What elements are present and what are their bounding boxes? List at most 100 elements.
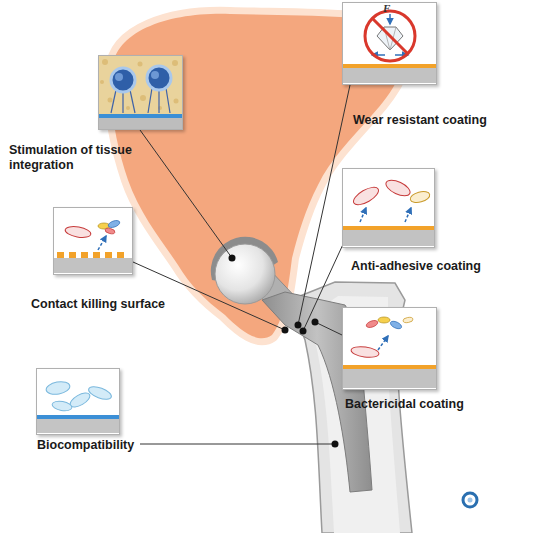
- contact-killing-inset-art: [107, 219, 120, 229]
- contact-killing-inset-art: [53, 207, 133, 275]
- contact-killing-inset-art: [117, 252, 124, 258]
- wear-inset-art: [372, 18, 408, 54]
- bactericidal-inset-art: [350, 345, 379, 359]
- anti-adhesive-inset-art: [360, 208, 366, 222]
- inset-panel: Wear resistant coating: [342, 2, 437, 85]
- inset-panel: Bactericidal coating: [342, 307, 437, 390]
- biocompatibility-inset-art: [36, 415, 120, 419]
- tissue-inset-art: [151, 71, 159, 79]
- panel-heading: Anti-adhesive coating: [351, 259, 536, 274]
- inset-panel: Contact killing surface: [53, 207, 133, 275]
- bactericidal-inset-art: [342, 365, 437, 369]
- contact-killing-inset-art: [53, 258, 133, 273]
- biocompatibility-inset-art: [36, 368, 120, 435]
- implant-stem: [215, 244, 275, 304]
- tissue-inset-art: [148, 88, 152, 113]
- tissue-inset-art: [140, 95, 146, 101]
- panel-heading: Stimulation of tissue integration: [9, 143, 149, 173]
- tissue-inset-art: [100, 59, 179, 110]
- leader-dot: [312, 319, 319, 326]
- contact-killing-inset-art: [57, 252, 64, 258]
- tissue-inset-art: [158, 90, 159, 113]
- panel-heading: Bactericidal coating: [345, 397, 530, 412]
- inset-panel: Stimulation of tissue integration: [98, 55, 183, 130]
- leader-line: [133, 85, 350, 444]
- contact-killing-inset-art: [105, 252, 112, 258]
- contact-killing-inset-art: [93, 252, 100, 258]
- tissue-inset-art: [98, 55, 183, 130]
- wear-inset-art: [365, 11, 415, 61]
- tissue-inset-art: [98, 118, 183, 130]
- contact-killing-inset-art: [57, 252, 124, 258]
- bactericidal-inset-art: [365, 319, 378, 329]
- leader-dot: [229, 255, 339, 448]
- tissue-inset-art: [111, 90, 116, 113]
- panel-heading: Biocompatibility: [37, 438, 187, 453]
- wear-inset-art: [342, 2, 437, 85]
- anti-adhesive-inset-art: [351, 184, 381, 208]
- contact-killing-inset-art: [105, 227, 116, 234]
- leader-dot: [282, 327, 289, 334]
- leader-dot: [332, 441, 339, 448]
- tissue-inset-art: [111, 68, 135, 92]
- panel-heading: Contact killing surface: [31, 297, 231, 312]
- biocompatibility-inset-art: [36, 368, 120, 435]
- wear-inset-art: [342, 68, 437, 83]
- contact-killing-inset-art: [81, 252, 88, 258]
- tissue-inset-art: [115, 73, 123, 81]
- tissue-inset-art: [100, 80, 104, 84]
- logo-symbol: [463, 493, 477, 507]
- contact-killing-inset-art: [53, 207, 133, 275]
- tissue-inset-art: [126, 106, 130, 110]
- panel-heading: Wear resistant coating: [353, 113, 533, 128]
- wear-inset-art: [342, 64, 437, 68]
- anti-adhesive-inset-art: [409, 190, 431, 205]
- tissue-inset-art: [122, 92, 123, 113]
- leader-dot: [229, 255, 236, 262]
- tissue-inset-art: [102, 59, 108, 65]
- anti-adhesive-inset-art: [342, 168, 435, 248]
- contact-killing-inset-art: [64, 225, 91, 239]
- biocompatibility-inset-art: [87, 384, 113, 402]
- tissue-inset-art: [98, 55, 183, 130]
- leader-line: [140, 444, 335, 445]
- tissue-inset-art: [166, 88, 170, 113]
- contact-killing-inset-art: [69, 252, 76, 258]
- leader-line: [140, 130, 232, 258]
- bactericidal-inset-art: [378, 336, 388, 350]
- leader-line: [303, 240, 345, 331]
- anti-adhesive-inset-art: [405, 208, 411, 222]
- tissue-inset-art: [130, 90, 135, 113]
- contact-killing-inset-art: [98, 236, 106, 250]
- tissue-inset-art: [172, 60, 178, 66]
- anti-adhesive-inset-art: [342, 230, 435, 246]
- anti-adhesive-inset-art: [384, 177, 413, 199]
- anti-adhesive-inset-art: [342, 226, 435, 230]
- bactericidal-inset-art: [389, 320, 402, 331]
- bactericidal-inset-art: [342, 369, 437, 388]
- bactericidal-inset-art: [342, 307, 437, 390]
- tissue-inset-art: [108, 98, 113, 103]
- bactericidal-inset-art: [342, 307, 437, 390]
- tissue-inset-art: [174, 99, 179, 104]
- inset-panel: Anti-adhesive coating: [342, 168, 435, 248]
- anti-adhesive-inset-art: [342, 168, 435, 248]
- logo-symbol: [468, 498, 473, 503]
- tissue-inset-art: [147, 66, 171, 90]
- tissue-inset-art: [138, 62, 143, 67]
- leader-dot: [295, 322, 302, 329]
- wear-inset-art: [342, 2, 437, 85]
- force-symbol-label: F: [383, 2, 390, 14]
- bactericidal-inset-art: [403, 317, 414, 324]
- inset-panel: Biocompatibility: [36, 368, 120, 435]
- leader-dot: [300, 328, 307, 335]
- tissue-inset-art: [98, 114, 183, 118]
- biocompatibility-inset-art: [36, 419, 120, 433]
- leader-line: [315, 322, 342, 335]
- leader-line: [133, 262, 285, 330]
- bactericidal-inset-art: [378, 317, 390, 323]
- wear-inset-art: [389, 14, 391, 24]
